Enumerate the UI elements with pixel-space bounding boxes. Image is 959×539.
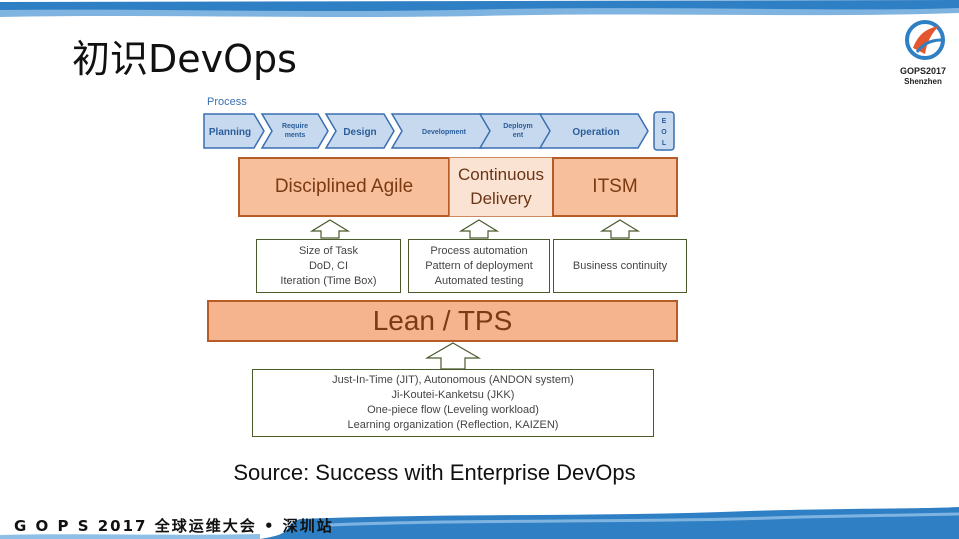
up-arrow-icon bbox=[600, 219, 640, 239]
cd-practices-box: Process automation Pattern of deployment… bbox=[408, 239, 550, 293]
itsm-practices-box: Business continuity bbox=[553, 239, 687, 293]
step-planning: Planning bbox=[203, 113, 265, 149]
practice-item: Pattern of deployment bbox=[425, 259, 533, 272]
gops-logo-icon bbox=[905, 20, 945, 60]
foundation-item: Learning organization (Reflection, KAIZE… bbox=[347, 419, 559, 431]
svg-text:L: L bbox=[662, 140, 667, 147]
step-label: Development bbox=[422, 129, 467, 136]
gops-logo: GOPS2017 Shenzhen bbox=[893, 16, 953, 96]
svg-text:O: O bbox=[661, 129, 667, 136]
step-deployment: Deploym ent bbox=[478, 113, 553, 149]
top-brush-stroke bbox=[0, 0, 959, 17]
agile-practices-box: Size of Task DoD, CI Iteration (Time Box… bbox=[256, 239, 401, 293]
lean-foundation-box: Just-In-Time (JIT), Autonomous (ANDON sy… bbox=[252, 369, 654, 437]
practice-item: Process automation bbox=[430, 244, 528, 257]
practice-item: Size of Task bbox=[298, 244, 359, 257]
up-arrow-icon bbox=[310, 219, 350, 239]
svg-text:Deploym: Deploym bbox=[503, 123, 533, 130]
svg-text:ments: ments bbox=[285, 132, 306, 139]
page-title: 初识DevOps bbox=[72, 37, 297, 81]
step-label: Operation bbox=[572, 127, 619, 138]
foundation-item: One-piece flow (Leveling workload) bbox=[367, 404, 539, 416]
practice-item: Iteration (Time Box) bbox=[280, 274, 377, 287]
up-arrow-icon bbox=[459, 219, 499, 239]
svg-text:Require: Require bbox=[282, 123, 308, 130]
logo-line1: GOPS2017 bbox=[899, 66, 947, 76]
disciplined-agile-box: Disciplined Agile bbox=[238, 157, 450, 217]
footer-event-label: G O P S 2017 全球运维大会 • 深圳站 bbox=[14, 517, 334, 535]
cd-line2: Delivery bbox=[470, 189, 532, 208]
step-design: Design bbox=[324, 113, 395, 149]
svg-text:ent: ent bbox=[513, 132, 524, 139]
practice-item: Automated testing bbox=[434, 274, 524, 287]
step-eol: E O L bbox=[653, 111, 675, 151]
continuous-delivery-box: Continuous Delivery bbox=[449, 157, 553, 217]
cd-line1: Continuous bbox=[457, 165, 544, 184]
practice-item: DoD, CI bbox=[308, 259, 349, 272]
foundation-item: Ji-Koutei-Kanketsu (JKK) bbox=[391, 389, 515, 401]
up-arrow-icon bbox=[425, 342, 481, 370]
step-development: Development bbox=[390, 113, 493, 149]
source-caption: Source: Success with Enterprise DevOps bbox=[233, 460, 636, 485]
logo-line2: Shenzhen bbox=[904, 77, 942, 86]
bottom-brush-stroke bbox=[0, 507, 959, 539]
step-operation: Operation bbox=[538, 113, 649, 149]
process-label: Process bbox=[207, 96, 247, 108]
step-label: Design bbox=[343, 127, 376, 138]
process-chevrons: Planning Require ments Design Developmen… bbox=[203, 111, 675, 151]
foundation-item: Just-In-Time (JIT), Autonomous (ANDON sy… bbox=[332, 374, 574, 386]
lean-tps-bar: Lean / TPS bbox=[207, 300, 678, 342]
step-label: Planning bbox=[209, 127, 251, 138]
step-requirements: Require ments bbox=[260, 113, 329, 149]
practice-item: Business continuity bbox=[572, 259, 668, 272]
svg-text:E: E bbox=[662, 118, 667, 125]
itsm-box: ITSM bbox=[552, 157, 678, 217]
